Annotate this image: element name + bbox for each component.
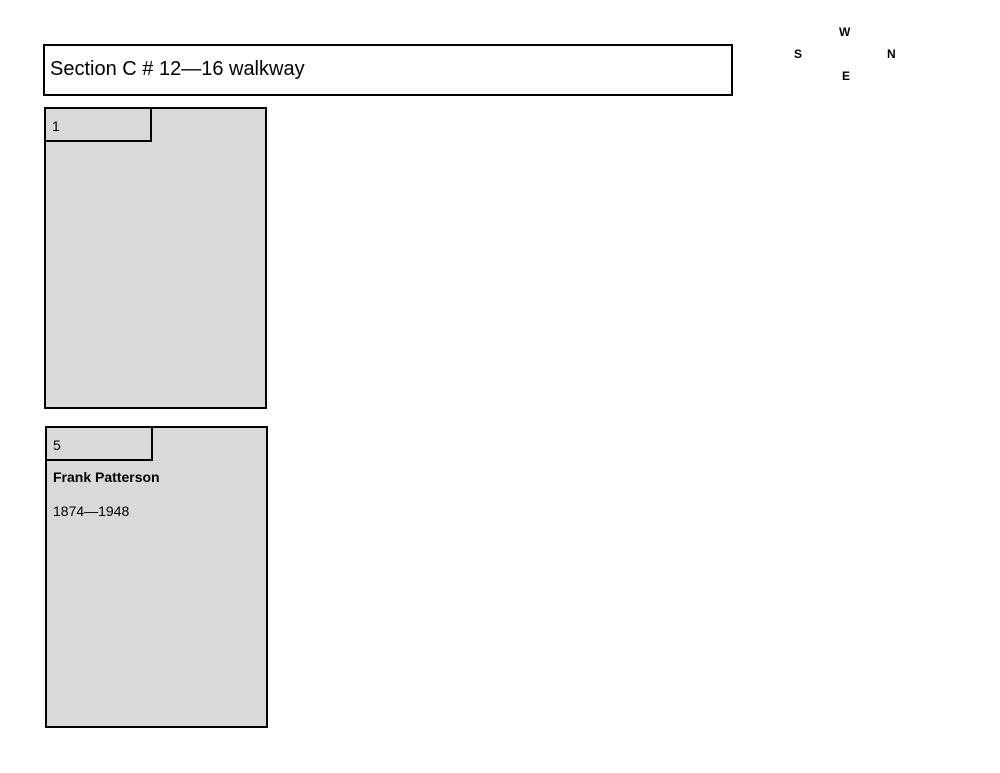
plot-1[interactable]: 1 bbox=[44, 107, 267, 409]
compass-south: S bbox=[794, 47, 803, 61]
compass-east: E bbox=[842, 69, 851, 83]
section-title-box: Section C # 12—16 walkway bbox=[43, 44, 733, 96]
compass-west: W bbox=[839, 25, 851, 39]
plot-number-box: 5 bbox=[47, 428, 153, 461]
plot-number-box: 1 bbox=[46, 109, 152, 142]
compass-north: N bbox=[887, 47, 896, 61]
section-title: Section C # 12—16 walkway bbox=[50, 58, 305, 80]
plot-number: 5 bbox=[53, 437, 61, 453]
plot-5[interactable]: 5 Frank Patterson 1874—1948 bbox=[45, 426, 268, 728]
interred-name: Frank Patterson bbox=[53, 469, 160, 485]
plot-number: 1 bbox=[52, 118, 60, 134]
interred-years: 1874—1948 bbox=[53, 503, 130, 519]
